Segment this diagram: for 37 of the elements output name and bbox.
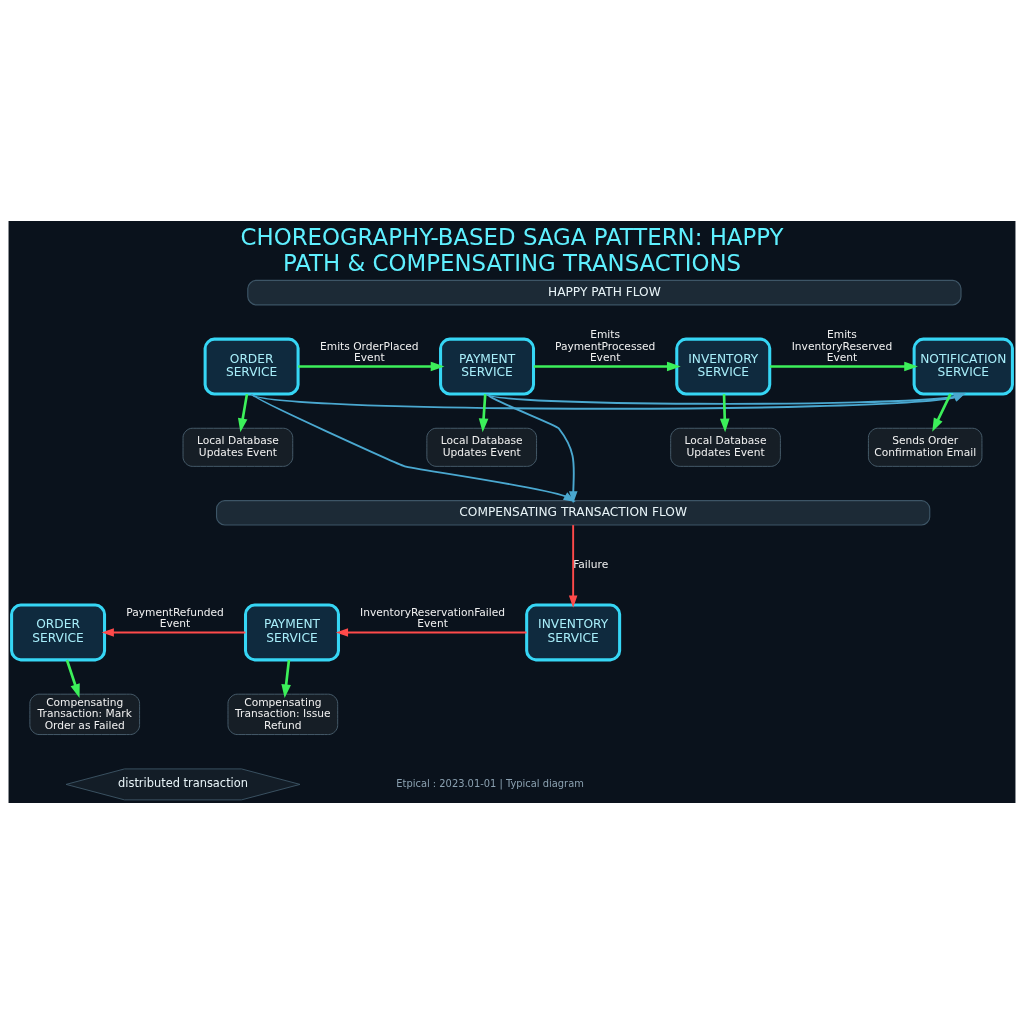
arrow xyxy=(932,393,952,432)
arrow xyxy=(250,393,576,503)
node-box: Compensating Transaction: Mark Order as Failed xyxy=(29,693,141,735)
arrow xyxy=(533,361,681,372)
diagram-title: CHOREOGRAPHY-BASED SAGA PATTERN: HAPPY PATH & COMPENSATING TRANSACTIONS xyxy=(240,224,784,276)
arrow xyxy=(769,361,918,372)
edge-label: Emits OrderPlaced Event xyxy=(320,339,419,365)
arrow xyxy=(298,361,445,372)
arrow xyxy=(478,394,489,433)
node-box: PAYMENT SERVICE xyxy=(439,337,536,396)
arrow xyxy=(101,628,247,637)
arrow xyxy=(568,524,578,608)
node-box: COMPENSATING TRANSACTION FLOW xyxy=(216,500,931,526)
edge-label: Failure xyxy=(573,557,609,571)
edge-label: InventoryReservationFailed Event xyxy=(360,605,506,631)
node-box: Local Database Updates Event xyxy=(670,427,781,467)
arrow xyxy=(281,659,291,699)
node-box: Local Database Updates Event xyxy=(182,427,294,467)
label: Etpical : 2023.01-01 | Typical diagram xyxy=(396,777,584,789)
node-box: INVENTORY SERVICE xyxy=(675,337,772,396)
arrow xyxy=(335,628,528,637)
arrow xyxy=(65,659,80,698)
node-box: HAPPY PATH FLOW xyxy=(247,279,962,306)
node-box: ORDER SERVICE xyxy=(10,603,107,662)
node-box: Sends Order Confirmation Email xyxy=(867,427,983,467)
node-box: INVENTORY SERVICE xyxy=(525,603,622,662)
node-box: PAYMENT SERVICE xyxy=(243,603,340,662)
node-box: Local Database Updates Event xyxy=(426,427,538,467)
arrow xyxy=(486,393,578,504)
edge-label: Emits InventoryReserved Event xyxy=(791,328,893,365)
node-box: Compensating Transaction: Issue Refund xyxy=(227,693,339,735)
node-box: NOTIFICATION SERVICE xyxy=(912,337,1014,396)
edge-label: PaymentRefunded Event xyxy=(126,605,224,631)
arrow xyxy=(237,393,249,433)
node-box: ORDER SERVICE xyxy=(203,337,300,396)
arrow xyxy=(719,394,730,433)
edge-label: Emits PaymentProcessed Event xyxy=(554,328,656,365)
